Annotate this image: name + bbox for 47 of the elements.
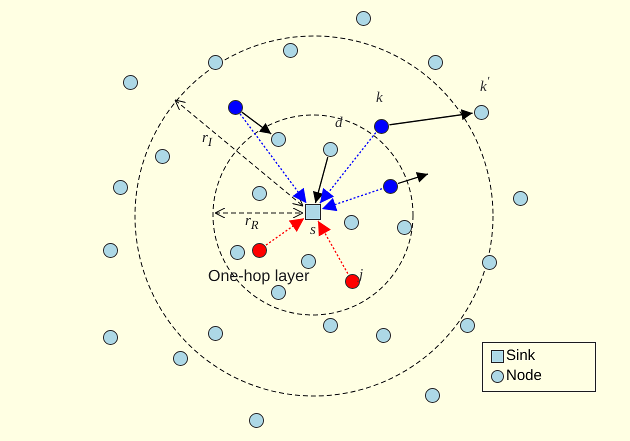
sensor-node (112, 180, 128, 194)
sensor-node (322, 318, 338, 332)
sensor-node (252, 186, 266, 200)
legend-label: Sink (506, 347, 536, 364)
arrow (319, 132, 376, 204)
arrow (389, 109, 473, 126)
arrow (398, 172, 428, 184)
sensor-node (102, 242, 118, 258)
sensor-node (172, 350, 188, 366)
sensor-node (122, 74, 138, 90)
radius-label: r$_{R}$ (245, 213, 258, 233)
node-label: k (376, 90, 383, 106)
sensor-node (300, 254, 316, 268)
sensor-node (460, 318, 474, 332)
sensor-node (270, 284, 286, 300)
arrow (241, 112, 272, 134)
sensor-node (208, 54, 222, 70)
arrow (240, 113, 307, 204)
sensor-node (228, 100, 242, 114)
arrow (322, 188, 382, 212)
node-label: d (335, 114, 342, 132)
sensor-node (482, 254, 496, 270)
sensor-node (424, 388, 440, 402)
sensor-node (270, 132, 286, 146)
radius-label: r$_{I}$ (202, 130, 212, 150)
sensor-node (356, 10, 370, 26)
sensor-node (376, 328, 390, 342)
node-label: j (359, 266, 364, 284)
legend-label: Node (506, 367, 542, 384)
node-label: s (310, 222, 316, 239)
sensor-node (382, 178, 398, 194)
sensor-node (102, 330, 118, 344)
sensor-node (252, 242, 266, 258)
sensor-node (154, 148, 170, 164)
sensor-node (428, 54, 442, 70)
sensor-node (512, 190, 528, 206)
sensor-node (396, 220, 412, 234)
arrow (266, 218, 305, 246)
layer-label: One-hop layer (208, 268, 310, 286)
arrow (312, 157, 328, 204)
sensor-node (208, 326, 222, 340)
sensor-node (230, 244, 244, 260)
arrow (317, 220, 348, 274)
sensor-node (282, 42, 298, 58)
sensor-node (344, 214, 358, 230)
node-label: k$^{'}$ (480, 74, 490, 96)
sensor-node (248, 412, 264, 428)
